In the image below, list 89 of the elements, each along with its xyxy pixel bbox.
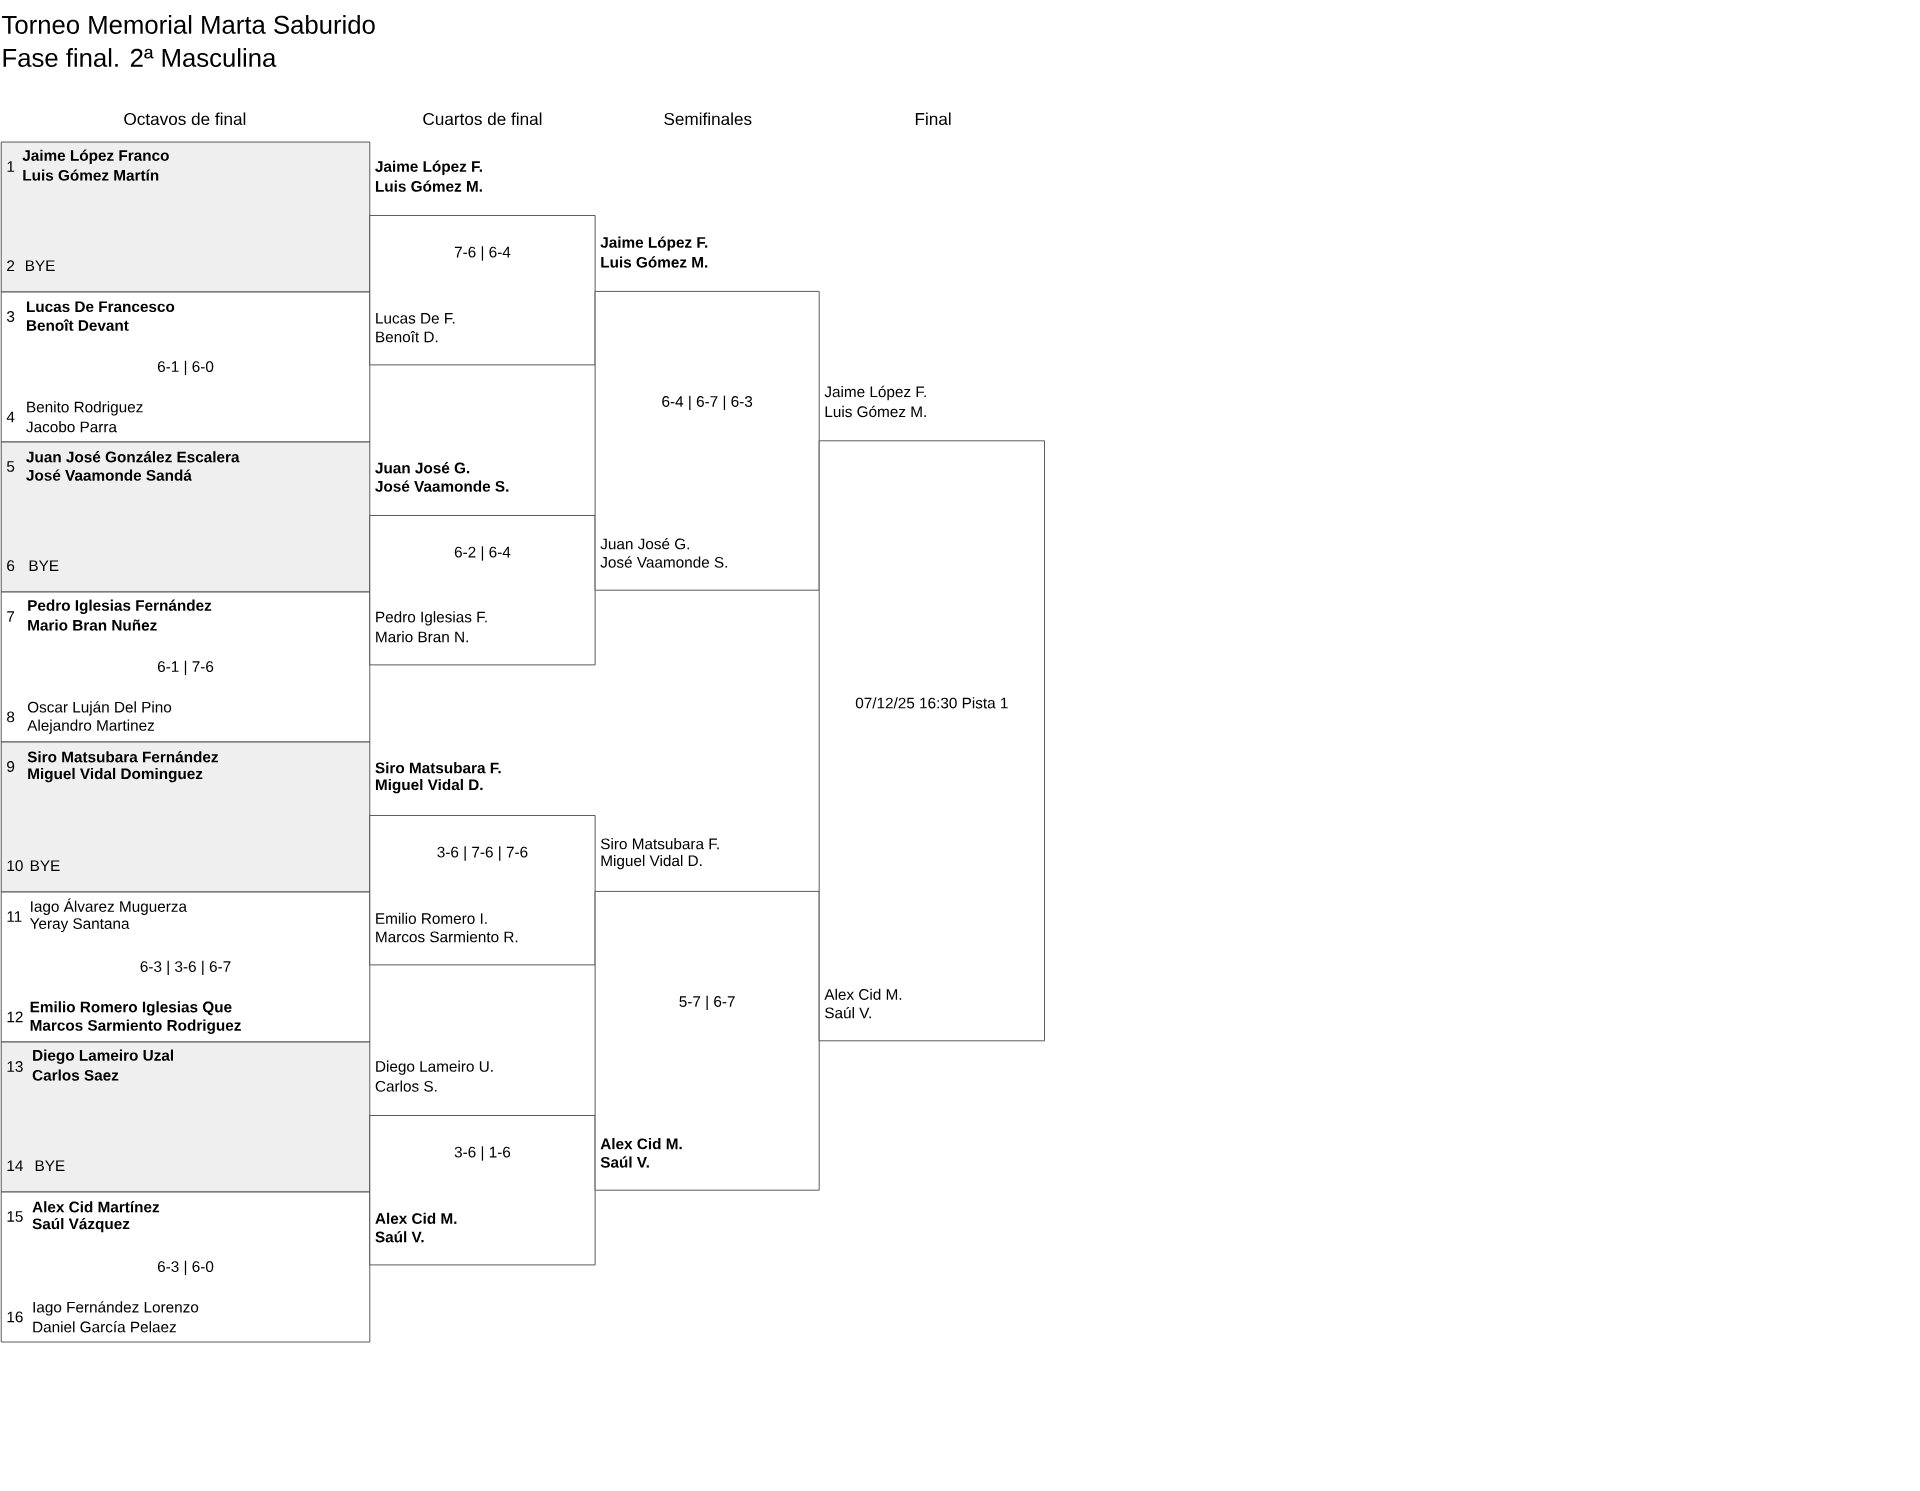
title: Torneo Memorial Marta Saburido bbox=[2, 14, 375, 34]
bye-entry: BYE bbox=[35, 1160, 65, 1171]
player-name: Marcos Sarmiento R. bbox=[376, 930, 518, 943]
seed-number: 3 bbox=[6, 310, 15, 322]
player-name: Alex Cid M. bbox=[824, 988, 902, 1000]
column-header: Octavos de final bbox=[124, 112, 246, 125]
player-name: Saúl Vázquez bbox=[32, 1217, 130, 1233]
seed-number: 8 bbox=[7, 711, 15, 723]
player-name: Mario Bran N. bbox=[376, 630, 468, 643]
player-name: Jaime López F. bbox=[375, 160, 482, 175]
player-name: Miguel Vidal D. bbox=[601, 854, 702, 869]
player-name: Carlos S. bbox=[375, 1080, 437, 1092]
player-name: Saúl V. bbox=[600, 1156, 649, 1168]
player-name: Siro Matsubara Fernández bbox=[27, 750, 218, 763]
player-name: Marcos Sarmiento Rodriguez bbox=[30, 1019, 241, 1034]
seed-number: 10 bbox=[7, 860, 23, 871]
match-score: 7-6 | 6-4 bbox=[454, 246, 511, 261]
player-name: Juan José G. bbox=[375, 461, 470, 474]
seed-number: 16 bbox=[7, 1311, 23, 1323]
player-name: Luis Gómez Martín bbox=[23, 169, 159, 181]
column-header: Semifinales bbox=[664, 112, 752, 125]
subtitle: Fase final. 2ª Masculina bbox=[3, 47, 277, 67]
player-name: Diego Lameiro Uzal bbox=[33, 1049, 174, 1064]
player-name: Pedro Iglesias Fernández bbox=[28, 599, 212, 614]
bye-entry: BYE bbox=[29, 560, 59, 571]
match-score: 5-7 | 6-7 bbox=[679, 995, 735, 1010]
seed-number: 5 bbox=[7, 461, 15, 472]
column-header: Final bbox=[915, 112, 951, 125]
player-name: Juan José González Escalera bbox=[26, 450, 240, 463]
player-name: Iago Álvarez Muguerza bbox=[31, 898, 187, 915]
player-name: Benoît D. bbox=[376, 330, 438, 343]
match-score: 6-3 | 6-0 bbox=[157, 1260, 214, 1275]
column-header: Cuartos de final bbox=[423, 112, 542, 125]
match-score: 3-6 | 1-6 bbox=[454, 1146, 511, 1161]
player-name: Luis Gómez M. bbox=[825, 405, 926, 417]
player-name: Alex Cid Martínez bbox=[32, 1200, 160, 1213]
player-name: Jaime López F. bbox=[600, 236, 708, 251]
player-name: Alex Cid M. bbox=[600, 1137, 682, 1150]
seed-number: 13 bbox=[7, 1060, 23, 1072]
player-name: Miguel Vidal D. bbox=[375, 778, 483, 794]
match-score: 6-1 | 7-6 bbox=[157, 660, 214, 675]
player-name: Pedro Iglesias F. bbox=[376, 611, 487, 626]
player-name: Emilio Romero Iglesias Que bbox=[30, 1001, 232, 1016]
player-name: Siro Matsubara F. bbox=[600, 837, 719, 850]
player-name: Miguel Vidal Dominguez bbox=[28, 767, 203, 783]
seed-number: 7 bbox=[7, 611, 15, 622]
player-name: Saúl V. bbox=[825, 1006, 871, 1019]
player-name: Mario Bran Nuñez bbox=[28, 619, 157, 631]
player-name: Siro Matsubara F. bbox=[375, 761, 501, 774]
player-name: Saúl V. bbox=[375, 1230, 424, 1243]
player-name: Iago Fernández Lorenzo bbox=[33, 1300, 199, 1316]
player-name: Diego Lameiro U. bbox=[376, 1060, 493, 1075]
player-name: José Vaamonde Sandá bbox=[26, 469, 192, 481]
match-score: 6-2 | 6-4 bbox=[454, 546, 511, 561]
seed-number: 15 bbox=[7, 1211, 23, 1222]
player-name: Emilio Romero I. bbox=[376, 912, 487, 924]
bye-entry: BYE bbox=[30, 860, 60, 871]
player-name: Jacobo Parra bbox=[26, 420, 117, 433]
seed-number: 12 bbox=[7, 1011, 23, 1023]
player-name: Alejandro Martinez bbox=[27, 719, 154, 734]
seed-number: 2 bbox=[7, 260, 15, 271]
seed-number: 9 bbox=[7, 760, 15, 772]
seed-number: 1 bbox=[7, 161, 15, 172]
match-score: 6-4 | 6-7 | 6-3 bbox=[662, 395, 753, 410]
player-name: Benito Rodriguez bbox=[27, 401, 143, 416]
player-name: Lucas De Francesco bbox=[27, 301, 175, 312]
player-name: José Vaamonde S. bbox=[375, 480, 509, 492]
player-name: Lucas De F. bbox=[376, 312, 455, 324]
seed-number: 11 bbox=[7, 911, 22, 922]
player-name: Carlos Saez bbox=[32, 1069, 119, 1081]
match-score: 6-3 | 3-6 | 6-7 bbox=[140, 960, 231, 975]
seed-number: 6 bbox=[7, 560, 15, 571]
bye-entry: BYE bbox=[26, 260, 55, 271]
player-name: Daniel García Pelaez bbox=[33, 1320, 176, 1333]
player-name: José Vaamonde S. bbox=[600, 556, 728, 568]
player-name: Luis Gómez M. bbox=[375, 180, 482, 192]
player-name: Jaime López F. bbox=[824, 385, 926, 401]
player-name: Jaime López Franco bbox=[22, 149, 169, 164]
seed-number: 4 bbox=[6, 411, 15, 422]
player-name: Benoît Devant bbox=[27, 319, 129, 331]
match-score: 3-6 | 7-6 | 7-6 bbox=[437, 846, 528, 861]
player-name: Juan José G. bbox=[600, 537, 690, 550]
player-name: Alex Cid M. bbox=[375, 1212, 457, 1224]
seed-number: 14 bbox=[7, 1160, 23, 1171]
player-name: Oscar Luján Del Pino bbox=[27, 700, 172, 716]
match-score: 6-1 | 6-0 bbox=[157, 360, 214, 375]
player-name: Luis Gómez M. bbox=[601, 256, 708, 268]
match-schedule: 07/12/25 16:30 Pista 1 bbox=[855, 697, 1008, 709]
player-name: Yeray Santana bbox=[30, 917, 130, 932]
